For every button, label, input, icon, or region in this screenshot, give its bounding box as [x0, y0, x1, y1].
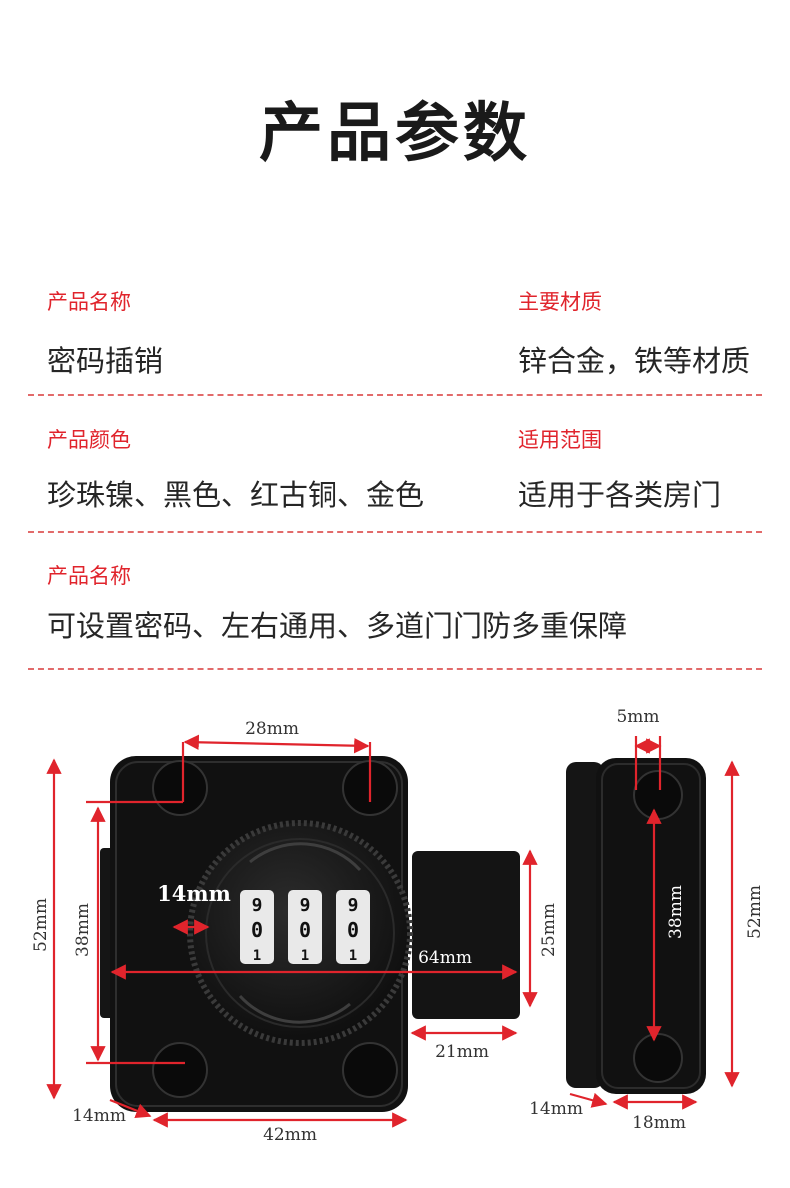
product-name-value: 密码插销	[47, 344, 164, 378]
dim-bolt-extend: 21mm	[435, 1042, 489, 1062]
dim-bolt-height: 25mm	[539, 903, 559, 957]
dim-hole-spacing: 38mm	[73, 903, 93, 957]
side-flange	[566, 762, 604, 1088]
scope-label: 适用范围	[518, 428, 602, 452]
dim-line-top-width	[183, 734, 370, 754]
dim-side-spacing: 38mm	[666, 885, 686, 939]
svg-text:9: 9	[348, 895, 359, 916]
svg-text:9: 9	[252, 895, 263, 916]
color-value: 珍珠镍、黑色、红古铜、金色	[47, 478, 425, 512]
side-hole-top	[633, 770, 683, 820]
scope-value: 适用于各类房门	[518, 478, 722, 512]
dim-edge: 14mm	[72, 1106, 126, 1126]
feature-label: 产品名称	[47, 564, 131, 588]
screw-hole-bottom-left	[152, 1042, 208, 1098]
svg-text:9: 9	[300, 895, 311, 916]
material-label: 主要材质	[518, 290, 602, 314]
svg-text:0: 0	[299, 918, 311, 942]
dim-knob: 14mm	[157, 881, 231, 906]
dim-side-top: 5mm	[616, 707, 659, 727]
dim-side-edge: 14mm	[529, 1099, 583, 1119]
svg-text:0: 0	[251, 918, 263, 942]
divider-2	[28, 531, 762, 533]
page-title: 产品参数	[259, 97, 531, 171]
combination-wheel-2: 9 0 1	[288, 890, 322, 964]
dim-side-height: 52mm	[745, 885, 765, 939]
color-label: 产品颜色	[47, 428, 131, 452]
svg-text:1: 1	[301, 948, 309, 964]
side-hole-bottom	[633, 1033, 683, 1083]
svg-text:1: 1	[253, 948, 261, 964]
dimension-drawing: 9 0 1 9 0 1 9 0 1	[31, 707, 765, 1145]
material-value: 锌合金，铁等材质	[518, 344, 751, 378]
dim-bottom-width: 42mm	[263, 1125, 317, 1145]
bolt	[412, 851, 520, 1019]
dim-line-edge	[109, 1098, 152, 1119]
dim-length: 64mm	[418, 948, 472, 968]
svg-text:0: 0	[347, 918, 359, 942]
combination-wheel-3: 9 0 1	[336, 890, 370, 964]
divider-3	[28, 668, 762, 670]
dim-total-height: 52mm	[31, 898, 51, 952]
dim-line-side-edge	[569, 1092, 608, 1108]
svg-text:1: 1	[349, 948, 357, 964]
combination-wheel-1: 9 0 1	[240, 890, 274, 964]
dim-top-width: 28mm	[245, 719, 299, 739]
screw-hole-top-left	[152, 760, 208, 816]
feature-value: 可设置密码、左右通用、多道门门防多重保障	[47, 609, 628, 643]
screw-hole-bottom-right	[342, 1042, 398, 1098]
product-name-label: 产品名称	[47, 290, 131, 314]
lock-front-view: 9 0 1 9 0 1 9 0 1	[100, 756, 520, 1112]
dim-side-width: 18mm	[632, 1113, 686, 1133]
divider-1	[28, 394, 762, 396]
